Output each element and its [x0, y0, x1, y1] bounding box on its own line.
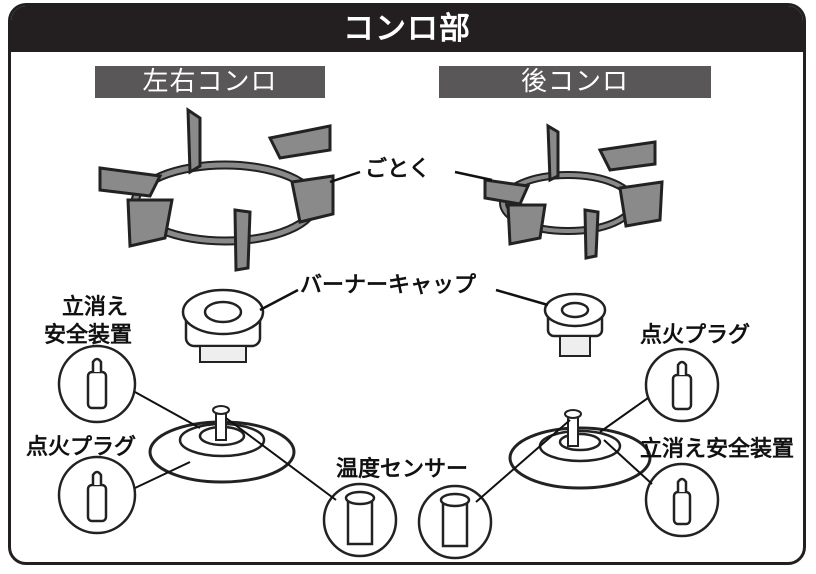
leader-ignition-plug-right	[599, 397, 649, 433]
left-burner-cap-illustration	[181, 288, 265, 363]
label-flame-safety-left-line1: 立消え	[62, 295, 129, 320]
label-gotoku: ごとく	[365, 157, 431, 182]
label-flame-safety-right: 立消え安全装置	[640, 437, 795, 462]
leader-ignition-plug-left	[134, 461, 191, 489]
left-gotoku-illustration	[98, 107, 335, 272]
section-label-rear-burner: 後コンロ	[439, 66, 711, 98]
label-flame-safety-left-line2: 安全装置	[44, 323, 133, 348]
zoom-ignition-plug-left	[57, 455, 137, 535]
rear-gotoku-illustration	[483, 123, 664, 260]
page-title: コンロ部	[11, 6, 803, 52]
label-ignition-plug-right: 点火プラグ	[640, 323, 751, 348]
left-burner-base-illustration	[148, 405, 296, 484]
label-temperature-sensor: 温度センサー	[336, 457, 469, 482]
zoom-temperature-sensor-right	[417, 484, 493, 560]
leader-flame-safety-left	[134, 391, 201, 429]
zoom-ignition-plug-right	[644, 347, 720, 423]
leader-temperature-sensor-left	[225, 417, 337, 501]
rear-burner-base-illustration	[508, 409, 652, 490]
burner-cap-leader-left	[259, 288, 299, 312]
label-burner-cap: バーナーキャップ	[300, 273, 477, 298]
leader-temperature-sensor-right	[475, 419, 571, 503]
section-label-left-right-burner: 左右コンロ	[95, 66, 325, 98]
gotoku-leader-left	[329, 170, 361, 184]
gotoku-leader-right	[454, 170, 493, 182]
burner-cap-leader-right	[495, 288, 549, 307]
label-ignition-plug-left: 点火プラグ	[26, 435, 137, 460]
zoom-flame-safety-right	[644, 462, 720, 538]
zoom-flame-safety-left	[57, 344, 137, 424]
leader-flame-safety-right	[603, 439, 653, 485]
rear-burner-cap-illustration	[543, 292, 607, 357]
zoom-temperature-sensor-left	[322, 482, 398, 558]
